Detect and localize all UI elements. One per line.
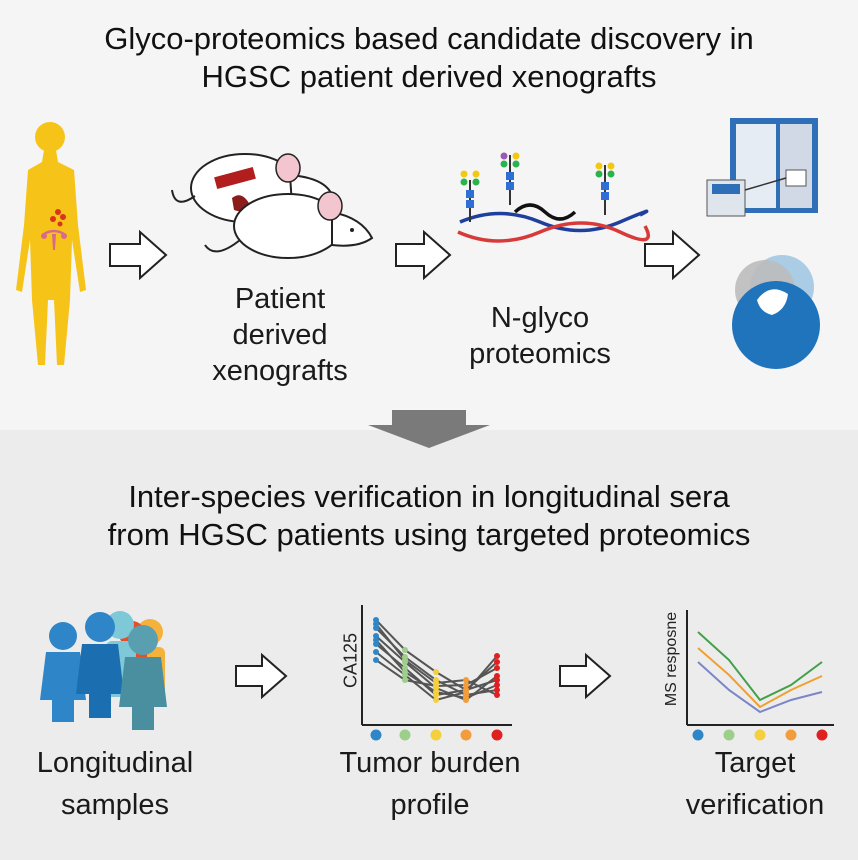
ca125-point [373, 637, 379, 643]
verification-title-line1: Inter-species verification in longitudin… [128, 479, 730, 514]
ms-timepoint-marker [785, 729, 797, 741]
ca125-point [402, 647, 408, 653]
down-arrow-icon [368, 410, 490, 448]
arrow-icon-5 [559, 652, 612, 700]
ms-series-line [697, 631, 823, 702]
ca125-timepoint-marker [460, 729, 472, 741]
ca125-point [433, 697, 439, 703]
arrow-icon-2 [395, 229, 452, 281]
ca125-point [373, 657, 379, 663]
ca125-point [402, 677, 408, 683]
ms-response-chart [686, 610, 834, 741]
longitudinal-label-line1: Longitudinal [36, 747, 194, 779]
ms-timepoint-marker [723, 729, 735, 741]
tumor-label-line2: profile [390, 789, 470, 821]
glyco-label-line2: proteomics [469, 338, 611, 370]
ca125-point [402, 669, 408, 675]
ca125-point [433, 680, 439, 686]
ca125-point [433, 689, 439, 695]
ms-series-line [697, 647, 823, 709]
ca125-point [433, 669, 439, 675]
glycopeptide-icon [457, 152, 651, 243]
ms-timepoint-marker [692, 729, 704, 741]
ms-series-line [697, 661, 823, 714]
discovery-title-line2: HGSC patient derived xenografts [201, 59, 657, 94]
ca125-timepoint-marker [491, 729, 503, 741]
ca125-timepoint-marker [430, 729, 442, 741]
target-label-line2: verification [685, 789, 825, 821]
ca125-timepoint-marker [399, 729, 411, 741]
patient-group-icon [40, 611, 167, 730]
ca125-point [402, 657, 408, 663]
ca125-point [463, 695, 469, 701]
arrow-icon-4 [235, 652, 288, 700]
ca125-point [494, 659, 500, 665]
mouse-icon-front [204, 191, 374, 259]
ca125-timepoint-marker [370, 729, 382, 741]
ca125-point [463, 689, 469, 695]
pdx-label-line3: xenografts [212, 355, 348, 387]
ca125-point [494, 673, 500, 679]
ca125-point [373, 621, 379, 627]
ca125-point [494, 692, 500, 698]
arrow-icon-3 [644, 229, 701, 281]
ms-timepoint-marker [816, 729, 828, 741]
target-label-line1: Target [714, 747, 796, 779]
pdx-label-line2: derived [232, 319, 328, 351]
venn-diagram-icon [732, 255, 820, 369]
ca125-point [494, 687, 500, 693]
tumor-label-line1: Tumor burden [339, 747, 521, 779]
ca125-axis-label: CA125 [340, 632, 361, 689]
verification-title-line2: from HGSC patients using targeted proteo… [107, 517, 751, 552]
longitudinal-label-line2: samples [61, 789, 169, 821]
ms-timepoint-marker [754, 729, 766, 741]
ca125-point [463, 682, 469, 688]
mass-spectrometer-icon [706, 118, 818, 217]
ca125-point [494, 665, 500, 671]
pdx-label-line1: Patient [234, 283, 326, 315]
ca125-point [494, 682, 500, 688]
ca125-point [373, 649, 379, 655]
ca125-chart [361, 605, 512, 741]
ca125-point [463, 677, 469, 683]
patient-silhouette-icon [16, 122, 86, 365]
ms-axis-label: MS resposne [663, 611, 680, 707]
arrow-icon-1 [109, 229, 168, 281]
ca125-point [494, 653, 500, 659]
glyco-label-line1: N-glyco [490, 302, 590, 334]
discovery-title-line1: Glyco-proteomics based candidate discove… [104, 21, 754, 56]
